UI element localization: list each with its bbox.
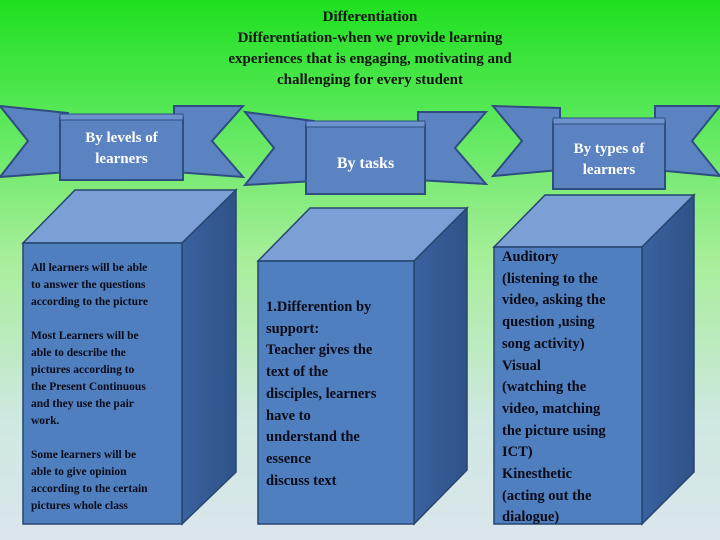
banner-types-label-line-2: learners bbox=[582, 161, 636, 178]
banner-levels-label: By levels of learners bbox=[60, 118, 183, 180]
banner-levels-right-tail bbox=[173, 105, 246, 179]
header: Differentiation Differentiation-when we … bbox=[160, 7, 580, 91]
banner-levels-label-line-2: learners bbox=[95, 151, 148, 167]
box-levels-front bbox=[22, 242, 183, 525]
box-tasks-front bbox=[257, 260, 415, 525]
banner-levels-left-tail bbox=[0, 104, 69, 179]
banner-levels-center bbox=[59, 117, 184, 181]
box-levels-text: All learners will be able to answer the … bbox=[31, 262, 149, 512]
banner-tasks-label-line-1: By tasks bbox=[336, 155, 395, 172]
box-types-text: Auditory (listening to the video, asking… bbox=[502, 249, 606, 526]
page-title: Differentiation bbox=[322, 9, 418, 25]
banner-tasks-center bbox=[305, 124, 426, 195]
banner-types-label-line-1: By types of bbox=[573, 140, 645, 157]
box-levels-side bbox=[181, 188, 237, 526]
definition-line-2: experiences that is engaging, motivating… bbox=[228, 51, 512, 67]
box-tasks-text: 1.Differention by support: Teacher gives… bbox=[266, 299, 377, 489]
banner-tasks-left-tail bbox=[242, 110, 315, 187]
banner-types-label: By types of learners bbox=[553, 126, 665, 193]
box-levels bbox=[21, 188, 238, 526]
banner-types bbox=[490, 104, 720, 190]
banner-tasks-right-tail bbox=[417, 111, 489, 186]
box-types bbox=[492, 193, 696, 526]
banner-levels-label-line-1: By levels of bbox=[85, 130, 158, 146]
box-types-side bbox=[641, 193, 695, 526]
banner-levels bbox=[0, 104, 246, 181]
definition-line-1: Differentiation-when we provide learning bbox=[237, 30, 503, 46]
definition-line-3: challenging for every student bbox=[277, 72, 463, 88]
banner-types-left-tail bbox=[490, 104, 561, 178]
box-tasks-side bbox=[413, 206, 468, 526]
banner-types-center bbox=[552, 121, 666, 190]
banner-tasks bbox=[242, 110, 489, 195]
banner-tasks-label: By tasks bbox=[306, 129, 425, 198]
box-types-front bbox=[493, 246, 643, 525]
box-tasks bbox=[256, 206, 469, 526]
